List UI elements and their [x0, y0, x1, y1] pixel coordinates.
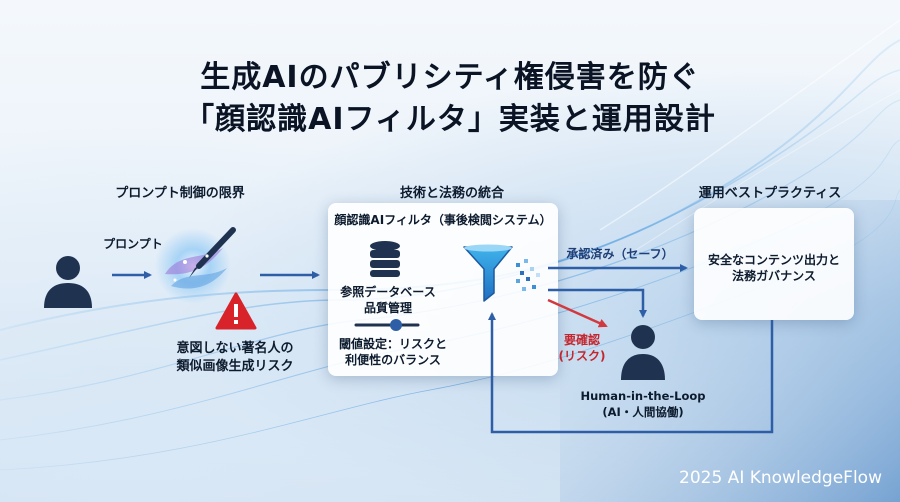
- section-center-heading: 技術と法務の統合: [399, 186, 504, 201]
- human-caption: Human-in-the-Loop (AI・人間協働): [568, 388, 718, 420]
- risk-line-1: 意図しない著名人の: [176, 341, 294, 356]
- human-line-2: (AI・人間協働): [602, 405, 684, 419]
- database-line-2: 品質管理: [363, 301, 412, 315]
- section-right-heading: 運用ベストプラクティス: [698, 186, 842, 201]
- title-line-2: 「顔認識AIフィルタ」実装と運用設計: [184, 102, 716, 137]
- threshold-line-2: 利便性のバランス: [345, 353, 441, 367]
- output-line-2: 法務ガバナンス: [732, 269, 816, 283]
- review-line-1: 要確認: [563, 333, 600, 347]
- threshold-caption: 閾値設定：リスクと 利便性のバランス: [333, 336, 453, 368]
- database-icon: [370, 241, 400, 277]
- review-line-2: (リスク): [558, 349, 606, 363]
- filter-funnel-icon: [463, 244, 540, 302]
- output-line-1: 安全なコンテンツ出力と: [707, 253, 840, 267]
- human-line-1: Human-in-the-Loop: [580, 389, 706, 403]
- output-text: 安全なコンテンツ出力と 法務ガバナンス: [694, 252, 854, 284]
- risk-line-2: 類似画像生成リスク: [176, 359, 294, 374]
- brush-splash-icon: [155, 227, 236, 304]
- threshold-line-1: 閾値設定：リスクと: [338, 337, 447, 351]
- database-caption: 参照データベース 品質管理: [333, 284, 443, 316]
- title-line-1: 生成AIのパブリシティ権侵害を防ぐ: [200, 60, 700, 95]
- prompt-label: プロンプト: [103, 237, 163, 251]
- review-label: 要確認 (リスク): [552, 332, 612, 364]
- warning-icon: [215, 292, 257, 330]
- risk-text: 意図しない著名人の 類似画像生成リスク: [160, 340, 310, 376]
- filter-panel-heading: 顔認識AIフィルタ（事後検閲システム）: [334, 213, 552, 227]
- section-left-heading: プロンプト制御の限界: [115, 186, 245, 201]
- user-icon: [44, 256, 92, 308]
- threshold-slider: [354, 319, 420, 331]
- human-reviewer-icon: [621, 325, 665, 380]
- output-panel: [694, 208, 854, 320]
- face-filter-panel: [328, 203, 558, 376]
- database-line-1: 参照データベース: [340, 285, 436, 299]
- approved-label: 承認済み（セーフ）: [566, 247, 674, 261]
- footer-brand: 2025 AI KnowledgeFlow: [679, 468, 882, 488]
